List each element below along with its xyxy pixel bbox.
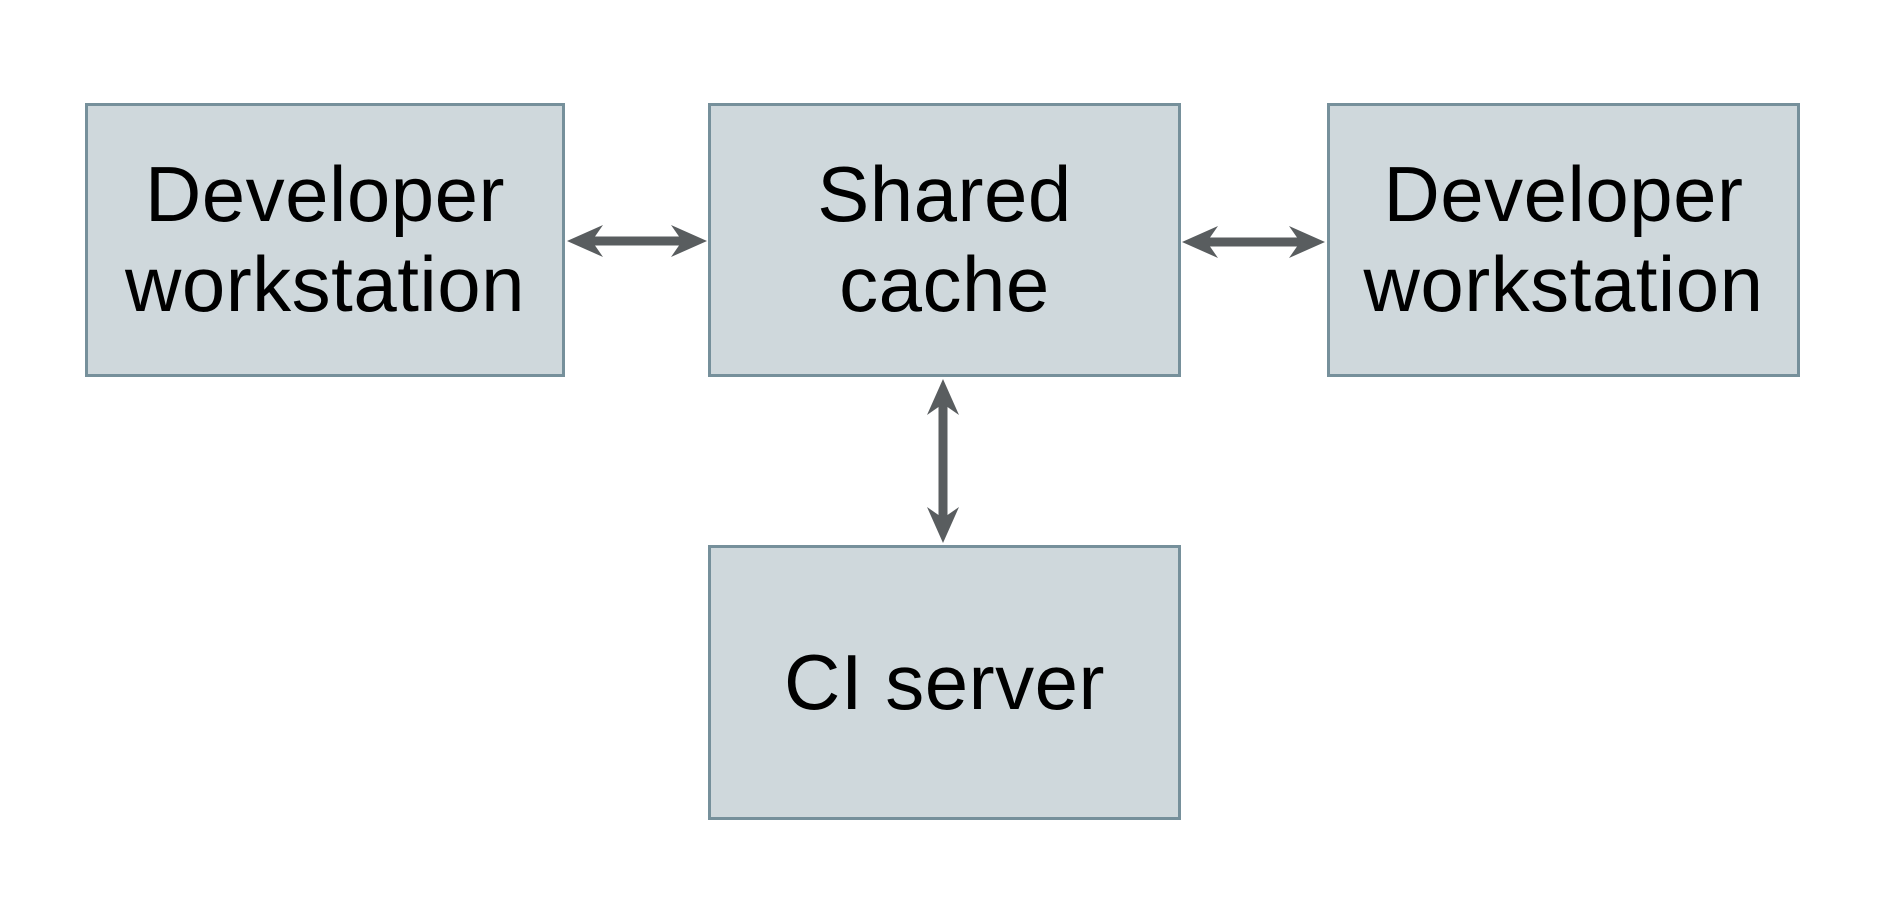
node-label-ci-server: CI server xyxy=(784,637,1105,726)
node-shared-cache: Shared cache xyxy=(708,103,1181,377)
node-label-developer-workstation-left: Developer workstation xyxy=(125,150,525,328)
double-arrow-left-icon xyxy=(567,225,707,257)
node-developer-workstation-left: Developer workstation xyxy=(85,103,565,377)
node-ci-server: CI server xyxy=(708,545,1181,820)
node-developer-workstation-right: Developer workstation xyxy=(1327,103,1800,377)
node-label-developer-workstation-right: Developer workstation xyxy=(1363,150,1764,328)
double-arrow-vertical-icon xyxy=(927,379,959,543)
double-arrow-right-icon xyxy=(1182,226,1325,258)
node-label-shared-cache: Shared cache xyxy=(817,150,1072,328)
